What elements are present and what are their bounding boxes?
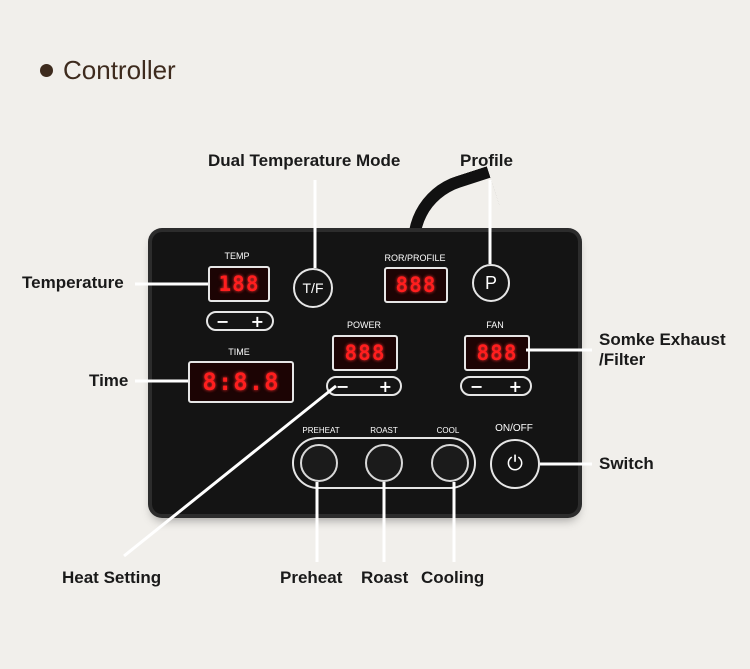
fan-adjust: − + <box>460 376 532 396</box>
callout-preheat: Preheat <box>280 568 343 587</box>
callout-profile: Profile <box>460 151 513 170</box>
callout-temperature: Temperature <box>22 273 124 292</box>
temp-adjust: − + <box>206 311 274 331</box>
roast-button[interactable] <box>365 444 403 482</box>
minus-icon[interactable]: − <box>336 376 350 396</box>
cool-label: COOL <box>436 426 460 435</box>
preheat-label: PREHEAT <box>302 426 340 435</box>
onoff-label: ON/OFF <box>495 423 533 434</box>
power-adjust: − + <box>326 376 402 396</box>
callout-heat-setting: Heat Setting <box>62 568 162 587</box>
heading: Controller <box>40 50 176 90</box>
bullet-icon <box>40 63 53 77</box>
minus-icon[interactable]: − <box>470 376 484 396</box>
cool-button[interactable] <box>431 444 469 482</box>
power-display: 888 <box>332 335 398 371</box>
fan-label: FAN <box>486 320 504 330</box>
plus-icon[interactable]: + <box>508 376 522 396</box>
onoff-button[interactable]: ⏻ <box>490 439 540 489</box>
ror-display: 888 <box>384 267 448 303</box>
profile-button[interactable]: P <box>472 264 510 302</box>
ror-profile-label: ROR/PROFILE <box>384 253 446 263</box>
power-label: POWER <box>346 320 381 330</box>
tf-button[interactable]: T/F <box>293 268 333 308</box>
callout-smoke-exhaust-line1: Somke Exhaust <box>599 330 726 349</box>
time-label: TIME <box>228 347 250 357</box>
minus-icon[interactable]: − <box>216 311 230 331</box>
callout-smoke-exhaust: Somke Exhaust /Filter <box>599 330 726 370</box>
temp-display: 188 <box>208 266 270 302</box>
plus-icon[interactable]: + <box>250 311 264 331</box>
callout-cooling: Cooling <box>421 568 485 587</box>
heading-text: Controller <box>63 54 176 85</box>
callout-time: Time <box>89 371 129 390</box>
temp-label: TEMP <box>224 251 250 261</box>
preheat-button[interactable] <box>300 444 338 482</box>
time-display: 8:8.8 <box>188 361 294 403</box>
callout-smoke-exhaust-line2: /Filter <box>599 350 646 369</box>
plus-icon[interactable]: + <box>378 376 392 396</box>
callout-switch: Switch <box>599 454 654 473</box>
power-icon: ⏻ <box>507 452 523 475</box>
fan-display: 888 <box>464 335 530 371</box>
roast-label: ROAST <box>370 426 398 435</box>
callout-roast: Roast <box>361 568 409 587</box>
callout-dual-temperature-mode: Dual Temperature Mode <box>208 151 401 170</box>
